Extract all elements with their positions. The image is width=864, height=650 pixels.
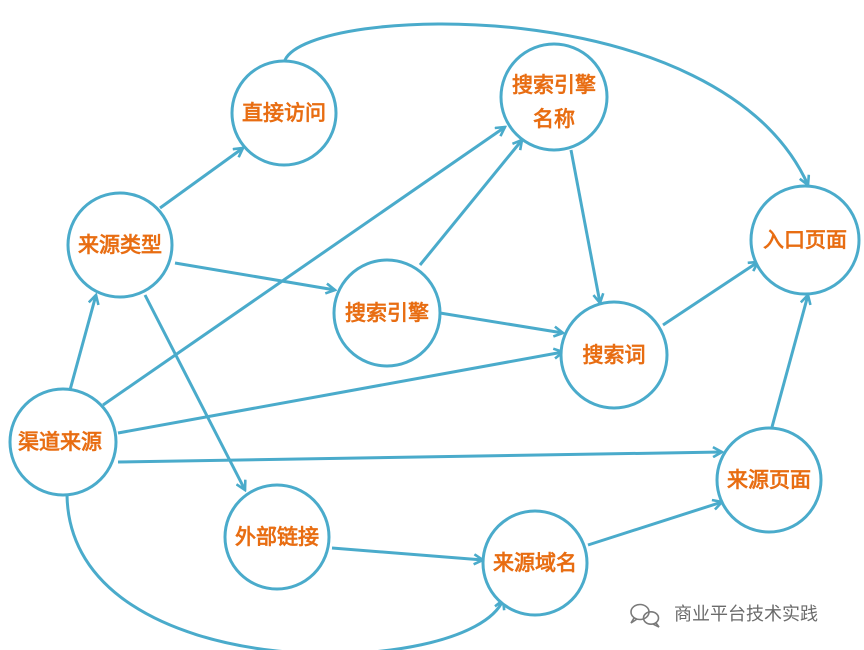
node-external-link: 外部链接 <box>223 483 331 591</box>
node-label: 搜索词 <box>583 343 646 367</box>
node-search-term: 搜索词 <box>559 300 669 410</box>
watermark: 商业平台技术实践 <box>630 603 818 628</box>
node-search-engine-name: 搜索引擎 名称 <box>499 42 609 152</box>
node-label: 来源域名 <box>493 551 577 575</box>
node-label: 渠道来源 <box>18 430 102 454</box>
node-label: 外部链接 <box>235 525 319 549</box>
edge-channel-to-source-type <box>68 295 96 391</box>
edge-channel-to-search-term <box>117 352 563 435</box>
edge-source-type-to-search-engine <box>174 261 335 290</box>
edge-external-link-to-source-domain <box>331 546 483 560</box>
node-entry-page: 入口页面 <box>749 184 861 296</box>
edge-search-term-to-entry-page <box>662 262 758 327</box>
edge-direct-access-to-entry-page <box>283 22 808 185</box>
node-label: 来源页面 <box>727 468 811 492</box>
edges <box>65 22 808 650</box>
node-label: 来源类型 <box>78 233 162 257</box>
node-channel-source: 渠道来源 <box>8 387 118 497</box>
node-label: 直接访问 <box>242 101 326 125</box>
edge-search-engine-name-to-search-term <box>569 149 600 303</box>
edge-search-engine-to-search-engine-name <box>418 140 522 266</box>
wechat-icon <box>630 603 660 628</box>
edge-source-type-to-direct-access <box>159 148 243 210</box>
node-source-page: 来源页面 <box>715 426 823 534</box>
edge-channel-to-search-engine-name <box>102 127 505 407</box>
edge-channel-to-source-page <box>117 452 722 464</box>
node-source-domain: 来源域名 <box>481 509 589 617</box>
node-source-type: 来源类型 <box>66 191 174 299</box>
edge-source-page-to-entry-page <box>770 295 808 428</box>
node-label: 入口页面 <box>763 228 847 252</box>
edge-source-type-to-external-link <box>143 294 245 490</box>
watermark-text: 商业平台技术实践 <box>674 604 818 625</box>
node-label: 搜索引擎 <box>345 301 429 325</box>
node-label-line1: 搜索引擎 <box>512 73 596 97</box>
edge-search-engine-to-search-term <box>439 311 563 333</box>
edge-source-domain-to-source-page <box>587 502 722 547</box>
node-direct-access: 直接访问 <box>230 59 338 167</box>
node-search-engine: 搜索引擎 <box>332 258 442 368</box>
edge-channel-to-source-domain <box>65 494 503 650</box>
node-label-line2: 名称 <box>533 107 575 131</box>
